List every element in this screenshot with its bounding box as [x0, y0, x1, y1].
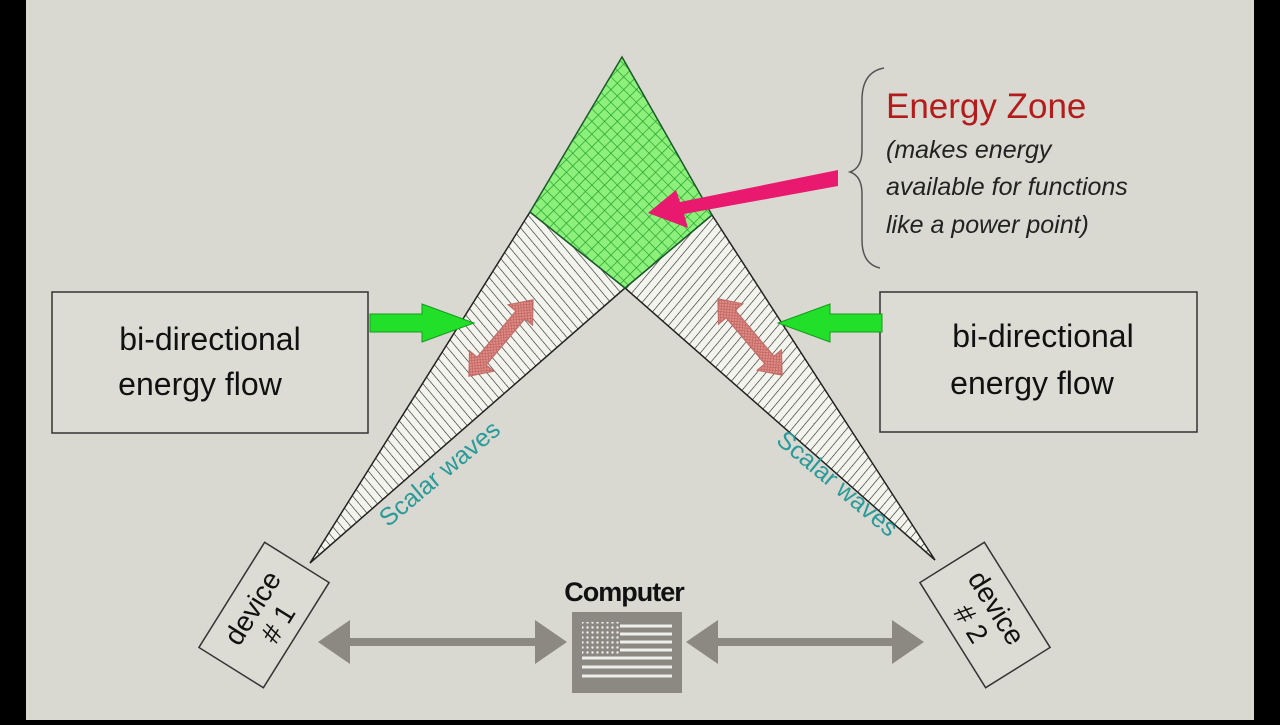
right-green-arrow [776, 303, 883, 343]
energy-zone-diamond [529, 55, 713, 289]
computer-flag-icon [572, 612, 682, 693]
energy-zone-desc-line: like a power point) [886, 211, 1089, 239]
right-bidirectional-arrow [717, 298, 783, 376]
left-box-line: energy flow [118, 366, 283, 402]
left-bidirectional-arrow [468, 299, 534, 377]
device-2: device # 2 [918, 541, 1052, 689]
computer-label: Computer [564, 577, 685, 607]
energy-zone-title: Energy Zone [886, 87, 1086, 126]
right-energy-flow-box [879, 291, 1198, 433]
right-box-line: bi-directional [952, 318, 1133, 354]
energy-zone-desc-line: available for functions [886, 173, 1128, 201]
left-box-line: bi-directional [119, 321, 300, 357]
device1-computer-arrow [318, 620, 567, 664]
brace [847, 67, 885, 269]
left-green-arrow [369, 303, 476, 343]
right-box-line: energy flow [950, 365, 1115, 401]
left-energy-flow-box [51, 291, 369, 434]
energy-zone-desc-line: (makes energy [886, 136, 1053, 164]
computer-device2-arrow [686, 620, 924, 664]
energy-zone-pointer-arrow [648, 170, 838, 228]
